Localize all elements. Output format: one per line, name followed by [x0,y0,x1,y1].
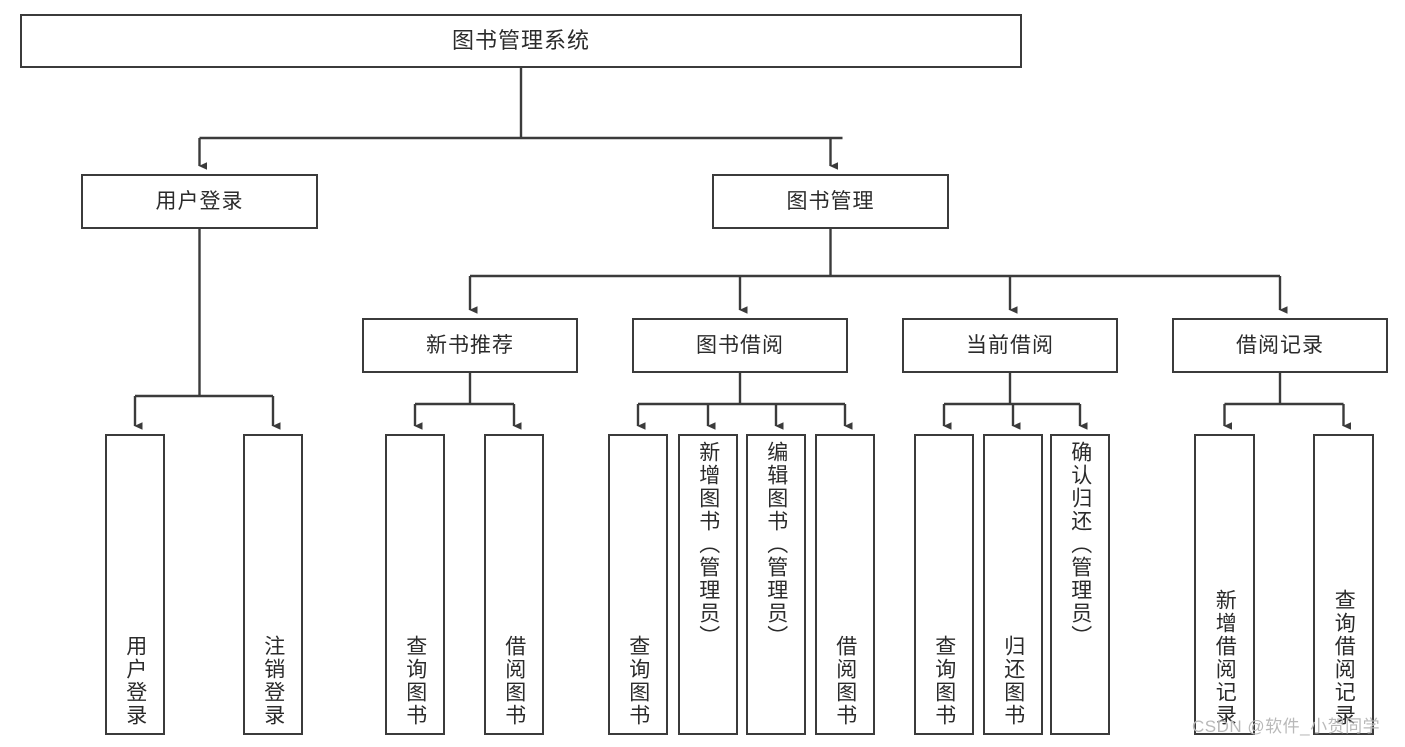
node-book-borrow[interactable]: 图书借阅 [632,318,848,373]
node-leaf-add-book[interactable]: 新增图书（管理员） [678,434,738,735]
node-leaf-query-record-label: 查询借阅记录 [1332,589,1356,727]
node-leaf-borrow-book-1-label: 借阅图书 [502,635,526,727]
csdn-watermark: CSDN @软件_小贺同学 [1192,717,1381,736]
node-leaf-borrow-book-1[interactable]: 借阅图书 [484,434,544,735]
node-leaf-borrow-book-2[interactable]: 借阅图书 [815,434,875,735]
node-leaf-return-book[interactable]: 归还图书 [983,434,1043,735]
node-borrow-record-label: 借阅记录 [1236,333,1324,357]
node-user-login-label: 用户登录 [155,189,244,213]
node-leaf-query-book-3-label: 查询图书 [932,635,956,727]
node-current-borrow[interactable]: 当前借阅 [902,318,1118,373]
node-leaf-query-book-1-label: 查询图书 [403,635,427,727]
node-leaf-add-book-label: 新增图书（管理员） [696,441,720,648]
node-root[interactable]: 图书管理系统 [20,14,1022,68]
node-leaf-edit-book-label: 编辑图书（管理员） [764,441,788,648]
node-leaf-logout[interactable]: 注销登录 [243,434,303,735]
node-leaf-query-book-2-label: 查询图书 [626,635,650,727]
node-leaf-query-book-1[interactable]: 查询图书 [385,434,445,735]
node-leaf-confirm-return-label: 确认归还（管理员） [1068,441,1092,648]
node-leaf-logout-label: 注销登录 [261,635,285,727]
node-leaf-query-book-3[interactable]: 查询图书 [914,434,974,735]
node-leaf-query-record[interactable]: 查询借阅记录 [1313,434,1374,735]
node-leaf-return-book-label: 归还图书 [1001,635,1025,727]
node-leaf-edit-book[interactable]: 编辑图书（管理员） [746,434,806,735]
node-current-borrow-label: 当前借阅 [966,333,1054,357]
node-borrow-record[interactable]: 借阅记录 [1172,318,1388,373]
node-leaf-query-book-2[interactable]: 查询图书 [608,434,668,735]
node-leaf-add-record-label: 新增借阅记录 [1213,589,1237,727]
node-new-book-rec[interactable]: 新书推荐 [362,318,578,373]
node-leaf-user-login-label: 用户登录 [123,635,147,727]
node-book-manage-label: 图书管理 [786,189,875,213]
node-user-login[interactable]: 用户登录 [81,174,318,229]
node-leaf-user-login[interactable]: 用户登录 [105,434,165,735]
node-root-label: 图书管理系统 [451,27,590,53]
node-book-borrow-label: 图书借阅 [696,333,784,357]
node-leaf-add-record[interactable]: 新增借阅记录 [1194,434,1255,735]
node-book-manage[interactable]: 图书管理 [712,174,949,229]
node-leaf-confirm-return[interactable]: 确认归还（管理员） [1050,434,1110,735]
node-new-book-rec-label: 新书推荐 [426,333,514,357]
node-leaf-borrow-book-2-label: 借阅图书 [833,635,857,727]
